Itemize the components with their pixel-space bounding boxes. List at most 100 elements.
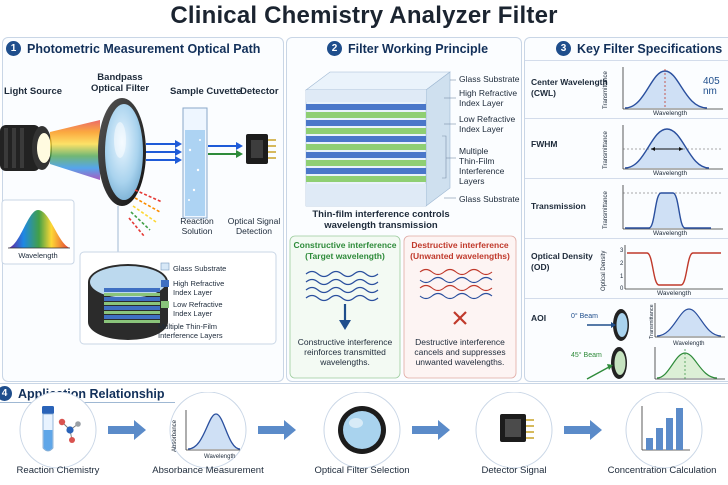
spec-chart-cwl	[622, 67, 723, 110]
constructive-title: Constructive interference (Target wavele…	[293, 240, 397, 261]
section-number: 3	[556, 41, 571, 56]
spec-chart-od	[624, 245, 723, 290]
step-circle-concentration	[625, 392, 703, 469]
od-tick-3: 3	[620, 248, 624, 254]
spec-label: FWHM	[531, 139, 558, 149]
spectrum-card	[1, 199, 75, 265]
spec-label: AOI	[531, 313, 547, 323]
spec-xlabel: Wavelength	[653, 170, 688, 177]
label-sample-cuvette: Sample Cuvette	[170, 86, 242, 97]
destructive-text: Destructive interference cancels and sup…	[414, 337, 506, 367]
detector-icon	[246, 134, 276, 164]
sample-cuvette-icon	[182, 107, 208, 219]
step-circle-reaction	[19, 392, 97, 469]
spec-label: Optical Density (OD)	[531, 251, 593, 272]
aoi-illustration	[586, 303, 725, 380]
panel-working-principle-heading: 2 Filter Working Principle	[327, 41, 488, 56]
reflected-beam	[128, 189, 163, 237]
page-title: Clinical Chemistry Analyzer Filter	[170, 2, 558, 29]
flow-arrow-icon	[258, 420, 296, 440]
stack-label-low-index: Low Refractive Index Layer	[459, 114, 516, 134]
spec-cwl-value: 405 nm	[703, 76, 720, 97]
heading-text: Filter Working Principle	[348, 41, 489, 56]
spec-chart-transmission	[622, 185, 723, 230]
spec-ylabel: Optical Density	[601, 250, 607, 291]
destructive-waves	[419, 268, 493, 300]
application-flow	[19, 392, 703, 469]
test-tube-icon	[42, 406, 54, 452]
spec-xlabel: Wavelength	[673, 341, 705, 347]
od-tick-0: 0	[620, 286, 624, 292]
flow-arrow-icon	[564, 420, 602, 440]
stack-label-multiple: Multiple Thin-Film Interference Layers	[459, 146, 505, 186]
optical-path-illustration	[0, 98, 277, 345]
aoi-filter-0	[613, 309, 629, 341]
label-detector: Detector	[240, 86, 279, 97]
panel-specifications-heading: 3 Key Filter Specifications	[556, 41, 722, 56]
destructive-cross-icon	[453, 311, 467, 325]
spec-row-transmission: Transmission Transmittance Wavelength	[525, 178, 728, 239]
heading-text: Key Filter Specifications	[577, 41, 723, 56]
od-tick-1: 1	[620, 274, 624, 280]
panel-application-divider	[0, 383, 728, 384]
light-source	[0, 125, 52, 171]
optical-filter-icon	[338, 406, 386, 454]
label-reaction-solution: Reaction Solution	[180, 216, 214, 236]
spec-xlabel: Wavelength	[653, 110, 688, 117]
step-label-concentration: Concentration Calculation	[607, 465, 717, 476]
spec-row-cwl: Center Wavelength (CWL) Transmittance Wa…	[525, 60, 728, 119]
od-tick-2: 2	[620, 261, 624, 267]
panel-optical-path-heading: 1 Photometric Measurement Optical Path	[6, 41, 260, 56]
spec-label: Transmission	[531, 201, 586, 211]
aoi-beam-0-label: 0° Beam	[571, 313, 598, 320]
legend-multiple-layers: Multiple Thin-Film Interference Layers	[158, 322, 223, 340]
absorbance-xlabel: Wavelength	[204, 454, 236, 460]
stack-caption: Thin-film interference controls waveleng…	[312, 209, 450, 231]
legend-low-index: Low Refractive Index Layer	[173, 300, 223, 318]
heading-underline	[0, 402, 175, 403]
label-light-source: Light Source	[4, 86, 63, 97]
spec-label: Center Wavelength (CWL)	[531, 77, 608, 98]
absorbance-chart-icon	[185, 410, 241, 451]
thin-film-stack-illustration	[289, 71, 517, 379]
stack-label-high-index: High Refractive Index Layer	[459, 88, 518, 108]
step-label-filter: Optical Filter Selection	[314, 465, 410, 476]
spec-row-fwhm: FWHM Transmittance Wavelength	[525, 118, 728, 179]
aoi-beam-45-label: 45° Beam	[571, 352, 602, 359]
section-number: 4	[0, 386, 12, 401]
white-light-beam	[50, 120, 100, 180]
step-label-reaction: Reaction Chemistry	[16, 465, 100, 476]
heading-text: Photometric Measurement Optical Path	[27, 41, 261, 56]
spec-ylabel: Transmittance	[603, 131, 609, 169]
constructive-arrow	[339, 304, 351, 330]
signal-beam	[208, 142, 243, 158]
legend-glass-substrate: Glass Substrate	[173, 264, 227, 273]
constructive-waves	[305, 270, 379, 302]
thin-film-stack	[305, 71, 451, 207]
spec-ylabel: Transmittance	[649, 304, 655, 339]
section-number: 2	[327, 41, 342, 56]
label-optical-signal: Optical Signal Detection	[227, 216, 281, 236]
spec-ylabel: Transmittance	[603, 191, 609, 229]
stack-label-glass-top: Glass Substrate	[459, 74, 520, 84]
step-label-detector: Detector Signal	[481, 465, 547, 476]
section-number: 1	[6, 41, 21, 56]
spec-row-od: Optical Density (OD) 3 2 1 0 Optical Den…	[525, 238, 728, 299]
spec-chart-fwhm	[622, 125, 723, 170]
step-label-absorbance: Absorbance Measurement	[152, 465, 264, 476]
aoi-filter-45	[611, 347, 627, 379]
stack-label-glass-bottom: Glass Substrate	[459, 194, 520, 204]
flow-arrow-icon	[108, 420, 146, 440]
absorbance-ylabel: Absorbance	[172, 419, 178, 452]
spec-xlabel: Wavelength	[657, 290, 692, 297]
label-bandpass-filter: Bandpass Optical Filter	[90, 72, 150, 94]
spec-xlabel: Wavelength	[653, 230, 688, 237]
destructive-title: Destructive interference (Unwanted wavel…	[410, 240, 510, 261]
molecule-icon	[58, 418, 81, 443]
spectrum-axis-label: Wavelength	[18, 251, 58, 260]
concentration-bar-chart-icon	[641, 406, 690, 451]
bandpass-filter-icon	[98, 98, 146, 206]
constructive-text: Constructive interference reinforces tra…	[297, 337, 393, 367]
detector-chip-icon	[500, 414, 534, 442]
filter-layer-cutaway	[88, 264, 168, 340]
